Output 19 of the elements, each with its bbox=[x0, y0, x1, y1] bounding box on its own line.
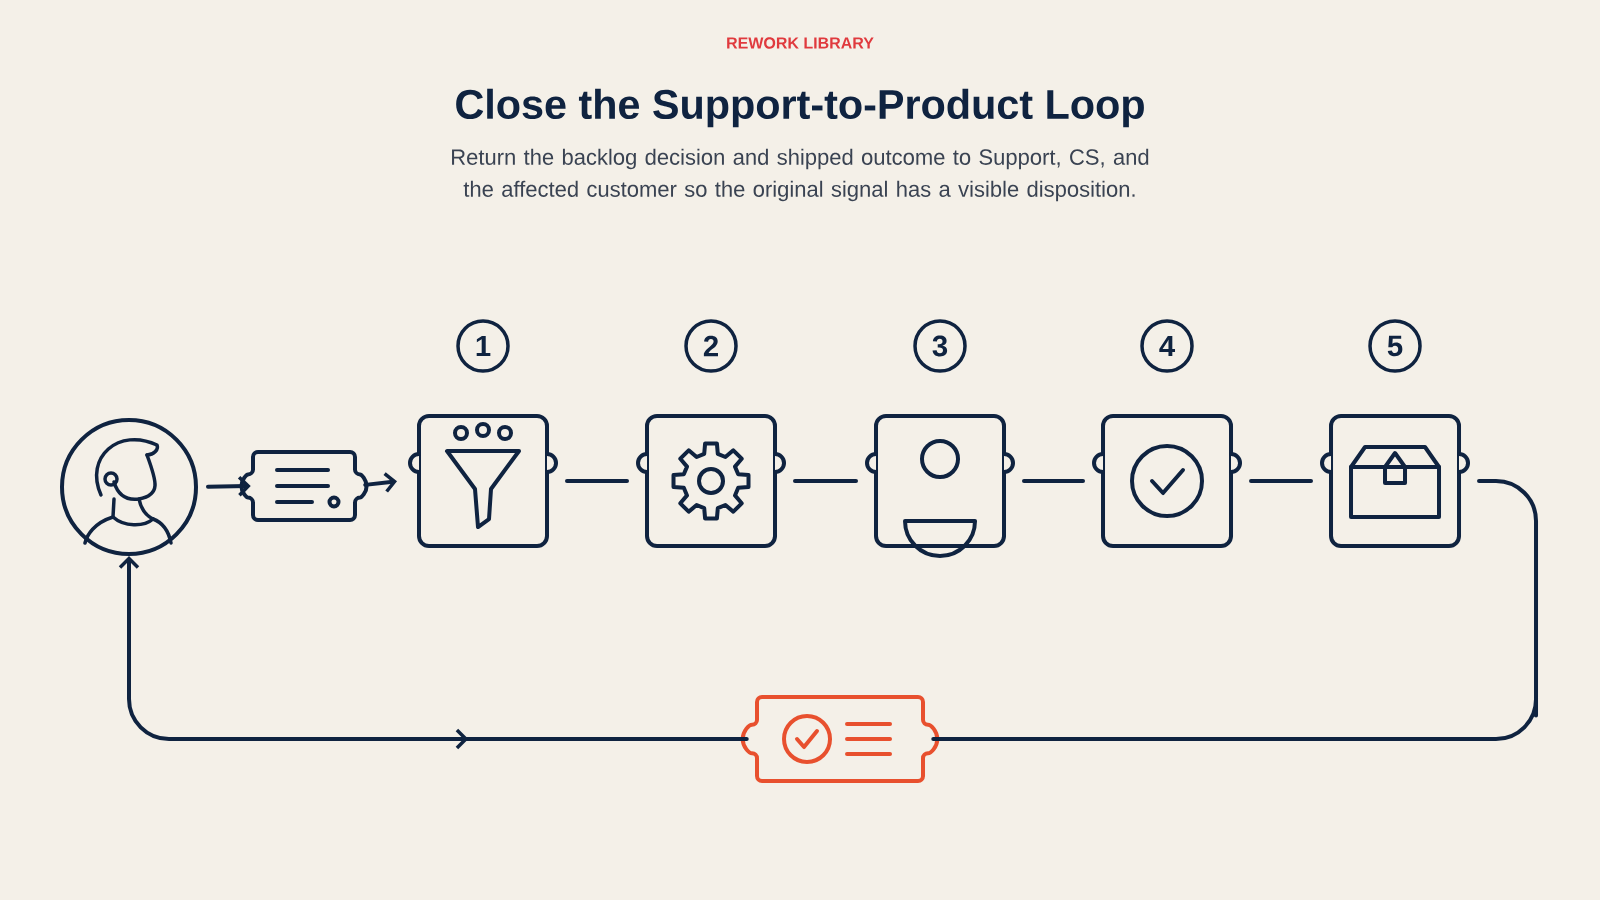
step-number: 3 bbox=[913, 319, 967, 373]
connector-arrow bbox=[118, 556, 749, 750]
subtitle: Return the backlog decision and shipped outcome to Support, CS, and the affected customer so the original signal has a visible disposition. bbox=[452, 148, 1149, 202]
person-step-box bbox=[865, 414, 1015, 558]
customer-avatar bbox=[60, 418, 198, 556]
eyebrow-label: REWORK LIBRARY bbox=[727, 37, 874, 49]
step-number: 4 bbox=[1140, 319, 1194, 373]
resolved-ticket-icon bbox=[740, 695, 940, 783]
gear-step-box bbox=[636, 414, 786, 548]
funnel-step-box bbox=[408, 414, 558, 548]
step-number: 2 bbox=[684, 319, 738, 373]
step-number: 5 bbox=[1368, 319, 1422, 373]
connector-arrow bbox=[206, 476, 251, 497]
step-number: 1 bbox=[456, 319, 510, 373]
connector-arrow bbox=[363, 472, 397, 493]
check-step-box bbox=[1092, 414, 1242, 548]
title: Close the Support-to-Product Loop bbox=[456, 88, 1144, 128]
ticket-icon bbox=[239, 450, 369, 522]
package-step-box bbox=[1320, 414, 1470, 548]
